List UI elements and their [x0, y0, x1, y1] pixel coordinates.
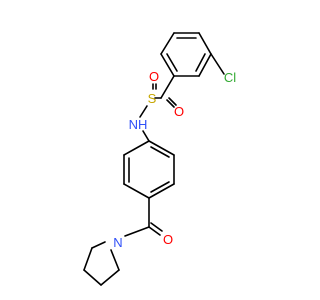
- double-bond-inner: [150, 181, 170, 193]
- atom-label-cl: Cl: [224, 70, 236, 85]
- atom-label-o: O: [174, 104, 184, 119]
- atom-nh: NH: [129, 117, 148, 132]
- bond: [198, 53, 212, 77]
- double-bond-s-o: [168, 97, 177, 106]
- double-bond-c-o: [148, 226, 161, 236]
- bond-ring-ch2: [160, 75, 175, 99]
- pyrrolidine-ring: [83, 241, 120, 286]
- atom-o-sulfonyl-2: O: [174, 104, 184, 119]
- bond: [160, 32, 175, 55]
- double-bond-inner: [150, 146, 170, 158]
- atom-label-s: S: [148, 91, 157, 106]
- bond: [148, 183, 175, 199]
- atom-label-o: O: [149, 69, 159, 84]
- atom-cl: Cl: [224, 70, 236, 85]
- bond-nh-ring: [142, 130, 150, 142]
- molecule-diagram: Cl S O O NH O N: [83, 32, 236, 286]
- atom-o-sulfonyl-1: O: [149, 69, 159, 84]
- bond: [198, 32, 212, 55]
- double-bond-inner: [166, 53, 178, 72]
- double-bond-inner: [195, 53, 206, 72]
- bond: [83, 269, 102, 286]
- bond: [148, 140, 175, 156]
- bond-carbonyl-n: [124, 226, 150, 237]
- atom-s: S: [148, 91, 157, 106]
- chlorophenyl-ring: [160, 32, 212, 77]
- bond: [91, 241, 106, 249]
- bond-s-nh: [139, 105, 148, 118]
- bond-ring-cl: [210, 53, 225, 75]
- bond: [123, 183, 150, 199]
- atom-label-n: N: [113, 235, 122, 250]
- atom-label-nh: NH: [129, 117, 148, 132]
- bond: [100, 269, 120, 286]
- atom-n-pyrrolidine: N: [113, 235, 122, 250]
- atom-o-carbonyl: O: [163, 232, 173, 247]
- bond: [83, 247, 93, 271]
- bond: [123, 140, 150, 156]
- double-bond-s-o: [166, 99, 175, 108]
- double-bond-c-o: [150, 222, 163, 232]
- structure-canvas: Cl S O O NH O N: [83, 32, 236, 286]
- bond: [160, 53, 175, 77]
- aminophenyl-ring: [123, 140, 175, 199]
- bond: [110, 249, 120, 271]
- atom-label-o: O: [163, 232, 173, 247]
